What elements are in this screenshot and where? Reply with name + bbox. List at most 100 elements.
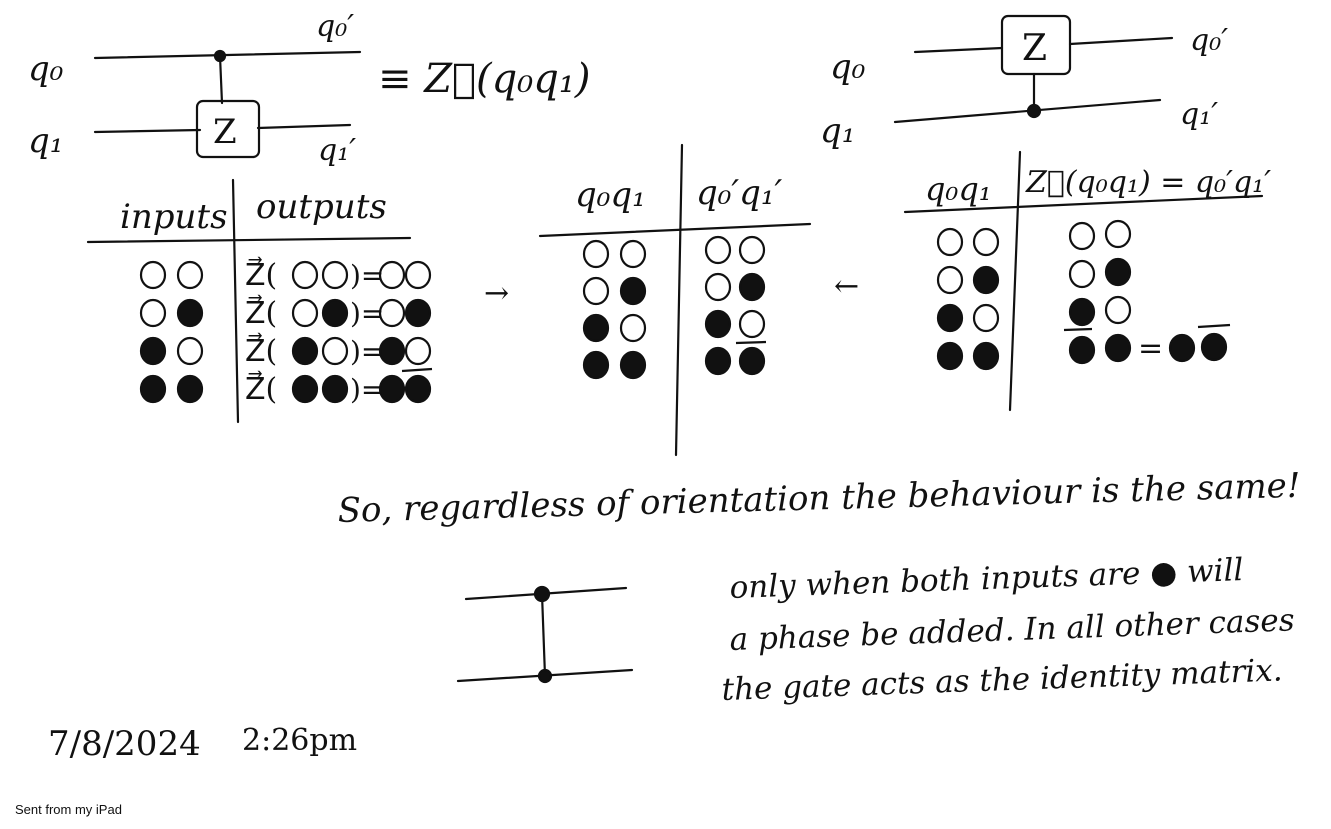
left-equivalence: ≡ Z⃗(q₀q₁) [378, 56, 591, 102]
left-output-eq: )= [350, 297, 384, 330]
left-output-in-dot [321, 336, 349, 366]
right-header-out: Z⃖(q₀q₁) = q₀′q₁′ [1025, 165, 1271, 200]
left-output-expr: Z⃗( [245, 257, 277, 293]
right-q0-wire [913, 46, 1004, 54]
middle-in-dot [619, 239, 647, 269]
right-out-dot [1104, 295, 1132, 325]
left-output-in-dot [321, 298, 349, 328]
right-in-dot [972, 227, 1000, 257]
right-out-dot [1068, 259, 1096, 289]
middle-out-dot [704, 235, 732, 265]
left-q1-wire [93, 128, 202, 134]
left-output-res-dot [378, 336, 406, 366]
left-q1-out-label: q₁′ [318, 133, 356, 168]
middle-out-dot [738, 346, 766, 376]
right-out-dot [1104, 257, 1132, 287]
right-z-gate-label: Z [1022, 28, 1047, 69]
right-q0-out-label: q₀′ [1190, 23, 1228, 58]
left-output-res-dot [404, 374, 432, 404]
middle-out-dot [704, 272, 732, 302]
cz-top-dot [533, 585, 551, 603]
middle-header-in: q₀q₁ [575, 175, 646, 215]
cz-link [540, 592, 547, 678]
left-output-res-dot [404, 336, 432, 366]
note-line-2: a phase be added. In all other cases [729, 602, 1295, 658]
right-out-dot [1068, 297, 1096, 327]
right-phase-dot [1168, 333, 1196, 363]
left-input-dot [176, 298, 204, 328]
right-out-dot [1104, 333, 1132, 363]
right-header-in: q₀q₁ [925, 170, 992, 208]
middle-in-dot [619, 313, 647, 343]
left-control-dot [213, 49, 227, 63]
left-q1-label: q₁ [28, 121, 63, 161]
left-output-res-dot [378, 374, 406, 404]
right-phase-dot [1200, 332, 1228, 362]
middle-table-lines [538, 143, 812, 457]
left-output-expr: Z⃗( [245, 371, 277, 407]
right-phase-bar [1063, 327, 1093, 332]
left-input-dot [139, 260, 167, 290]
right-in-dot [972, 303, 1000, 333]
left-q0-label: q₀ [28, 49, 64, 89]
right-out-dot [1104, 219, 1132, 249]
middle-in-dot [619, 276, 647, 306]
right-in-dot [936, 227, 964, 257]
middle-in-dot [582, 313, 610, 343]
left-output-eq: )= [350, 335, 384, 368]
right-out-dot [1068, 221, 1096, 251]
left-header-outputs: outputs [256, 187, 387, 227]
left-output-in-dot [291, 260, 319, 290]
note-line-3: the gate acts as the identity matrix. [721, 652, 1283, 708]
right-phase-bar [1197, 323, 1231, 329]
right-q1-label: q₁ [820, 111, 855, 151]
middle-out-dot [704, 309, 732, 339]
right-in-dot [936, 265, 964, 295]
middle-in-dot [619, 350, 647, 380]
footer-date: 7/8/2024 [48, 724, 201, 764]
left-output-res-dot [404, 298, 432, 328]
middle-in-dot [582, 239, 610, 269]
right-q0-label: q₀ [830, 47, 866, 87]
left-output-in-dot [321, 260, 349, 290]
left-input-dot [139, 336, 167, 366]
cz-bottom-dot [537, 668, 553, 684]
left-z-gate-box [195, 99, 261, 159]
left-output-res-dot [404, 260, 432, 290]
left-input-dot [176, 336, 204, 366]
left-q0-out-label: q₀′ [316, 9, 354, 44]
left-circuit [93, 49, 362, 159]
right-z-gate-box [1000, 14, 1072, 76]
left-output-in-dot [291, 336, 319, 366]
left-q1-wire-out [256, 123, 352, 130]
right-in-dot [936, 341, 964, 371]
note-line-1: only when both inputs are ● will [729, 552, 1244, 606]
arrow-right-to-middle: ← [834, 269, 859, 304]
right-q1-out-label: q₁′ [1180, 97, 1218, 132]
right-control-dot [1026, 103, 1042, 119]
right-q0-wire-out [1068, 36, 1174, 46]
left-output-eq: )= [350, 259, 384, 292]
left-table-lines [86, 178, 412, 424]
left-output-in-dot [321, 374, 349, 404]
left-output-eq: )= [350, 373, 384, 406]
left-phase-bar [401, 367, 433, 373]
left-z-gate-label: Z [213, 112, 237, 152]
middle-out-dot [704, 346, 732, 376]
middle-in-dot [582, 276, 610, 306]
right-out-dot [1068, 335, 1096, 365]
conclusion-text: So, regardless of orientation the behavi… [337, 466, 1301, 531]
left-output-in-dot [291, 374, 319, 404]
middle-header-out: q₀′q₁′ [696, 173, 783, 213]
right-circuit [893, 14, 1174, 124]
left-input-dot [139, 374, 167, 404]
footer-time: 2:26pm [242, 723, 357, 758]
left-output-expr: Z⃗( [245, 295, 277, 331]
cz-symbol [456, 585, 634, 684]
right-in-dot [972, 341, 1000, 371]
left-control-line [218, 54, 224, 105]
sent-from-label: Sent from my iPad [15, 802, 122, 817]
left-output-res-dot [378, 298, 406, 328]
middle-phase-bar [735, 340, 767, 345]
